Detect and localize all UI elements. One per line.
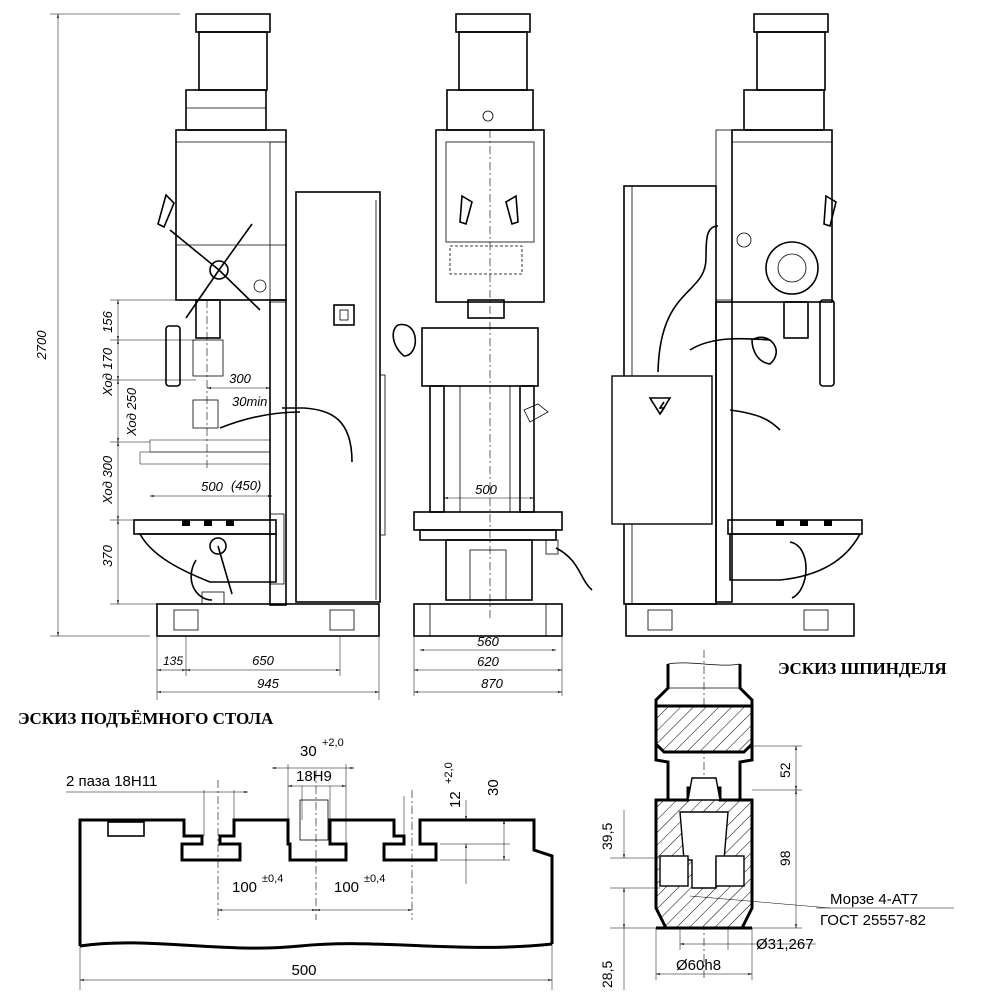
- dim-650: 650: [252, 653, 274, 668]
- dim-300-reach: 300: [229, 371, 251, 386]
- depth-12: 12: [447, 791, 464, 808]
- spindle-dim-28-5: 28,5: [599, 961, 615, 988]
- dim-945: 945: [257, 676, 279, 691]
- morse-label: Морзе 4-АТ7: [830, 891, 918, 908]
- front-dim-560: 560: [477, 634, 499, 649]
- dim-table-500: 500: [201, 479, 223, 494]
- spindle-dim-52: 52: [777, 762, 793, 778]
- rear-view: [611, 13, 863, 637]
- gost-label: ГОСТ 25557-82: [820, 912, 926, 929]
- front-dim-500: 500: [475, 482, 497, 497]
- table-sketch: ЭСКИЗ ПОДЪЁМНОГО СТОЛА: [18, 709, 554, 990]
- dim-370: 370: [100, 544, 115, 566]
- slot-width-30-tol: +2,0: [322, 737, 344, 749]
- front-view: 500 560 620 870: [392, 13, 593, 696]
- dim-stroke-170: Ход 170: [100, 347, 115, 397]
- slot-width-30: 30: [300, 743, 317, 760]
- pitch-100-a-tol: ±0,4: [262, 873, 283, 885]
- dim-156: 156: [100, 310, 115, 332]
- spindle-sketch: ЭСКИЗ ШПИНДЕЛЯ: [599, 650, 954, 990]
- dim-stroke-300: Ход 300: [100, 455, 115, 505]
- pitch-100-a: 100: [232, 879, 257, 896]
- spindle-dia-60: Ø60h8: [676, 957, 721, 974]
- slots-label: 2 паза 18Н11: [66, 773, 157, 790]
- dim-135: 135: [163, 654, 183, 668]
- front-dim-620: 620: [477, 654, 499, 669]
- table-total-500: 500: [291, 962, 316, 979]
- dim-30min: 30min: [232, 394, 267, 409]
- spindle-dia-31: Ø31,267: [756, 936, 814, 953]
- depth-12-tol: +2,0: [443, 762, 455, 784]
- slot-18h9: 18Н9: [296, 768, 332, 785]
- dim-2700: 2700: [34, 330, 49, 361]
- table-sketch-title: ЭСКИЗ ПОДЪЁМНОГО СТОЛА: [18, 709, 274, 728]
- pitch-100-b-tol: ±0,4: [364, 873, 385, 885]
- side-view: 2700 156 Ход 170 Ход 250 Ход 300 370 300…: [34, 13, 386, 700]
- spindle-dim-98: 98: [777, 850, 793, 866]
- pitch-100-b: 100: [334, 879, 359, 896]
- spindle-sketch-title: ЭСКИЗ ШПИНДЕЛЯ: [778, 659, 947, 678]
- depth-30: 30: [485, 779, 502, 796]
- front-dim-870: 870: [481, 676, 503, 691]
- dim-table-450: (450): [231, 478, 261, 493]
- spindle-dim-39-5: 39,5: [599, 823, 615, 850]
- dim-stroke-250: Ход 250: [124, 387, 139, 437]
